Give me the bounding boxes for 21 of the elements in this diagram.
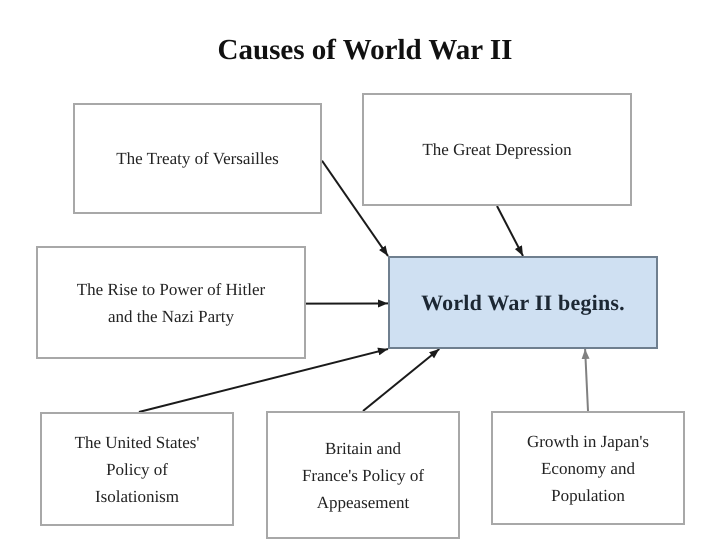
cause-label: Britain and France's Policy of Appeasement [300, 438, 426, 514]
cause-label: The United States' Policy of Isolationism [74, 432, 200, 508]
cause-label: The Rise to Power of Hitler and the Nazi Party [76, 278, 266, 328]
arrow [496, 206, 524, 256]
cause-label: The Treaty of Versailles [116, 148, 279, 170]
cause-box [362, 93, 632, 206]
arrow [582, 348, 590, 412]
cause-box [491, 411, 685, 525]
outcome-box [388, 256, 658, 349]
diagram-title: Causes of World War II [218, 34, 512, 67]
arrow [321, 160, 389, 257]
cause-box [266, 411, 460, 539]
arrow [306, 299, 388, 308]
cause-box [40, 412, 234, 526]
outcome-label: World War II begins. [421, 289, 625, 316]
cause-box [36, 246, 306, 359]
cause-box [73, 103, 322, 214]
arrow [362, 348, 440, 412]
cause-label: The Great Depression [422, 139, 572, 161]
cause-label: Growth in Japan's Economy and Population [526, 430, 650, 507]
arrow [138, 348, 388, 413]
